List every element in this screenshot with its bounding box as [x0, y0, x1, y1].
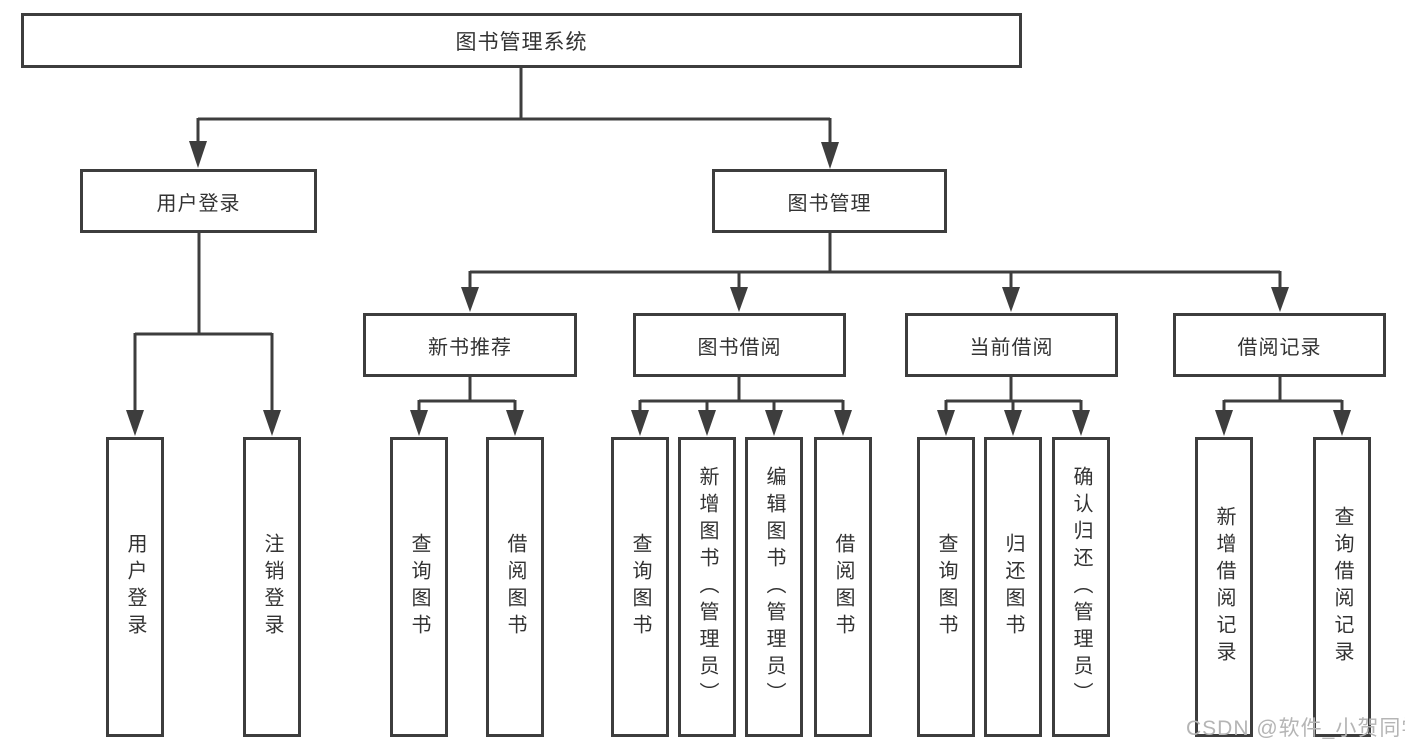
node-current-borrowing: 当前借阅 [905, 313, 1118, 377]
node-library-management-system: 图书管理系统 [21, 13, 1022, 68]
node-query-books: 查询图书 [390, 437, 448, 737]
node-label: 新增图书（管理员） [696, 465, 718, 709]
node-borrow-books: 借阅图书 [814, 437, 872, 737]
node-label: 归还图书 [1002, 533, 1024, 641]
node-confirm-return-admin: 确认归还（管理员） [1052, 437, 1110, 737]
node-add-borrow-record: 新增借阅记录 [1195, 437, 1253, 737]
node-logout-action: 注销登录 [243, 437, 301, 737]
watermark: CSDN @软件_小贺同学 [1186, 717, 1405, 740]
node-return-books: 归还图书 [984, 437, 1042, 737]
node-user-login-action: 用户登录 [106, 437, 164, 737]
node-query-borrow-record: 查询借阅记录 [1313, 437, 1371, 737]
node-borrowing-records: 借阅记录 [1173, 313, 1386, 377]
node-user-login-branch: 用户登录 [80, 169, 317, 233]
node-label: 编辑图书（管理员） [763, 465, 785, 709]
node-label: 新增借阅记录 [1213, 506, 1235, 668]
node-label: 确认归还（管理员） [1070, 465, 1092, 709]
node-query-books: 查询图书 [611, 437, 669, 737]
node-add-books-admin: 新增图书（管理员） [678, 437, 736, 737]
node-label: 查询借阅记录 [1331, 506, 1353, 668]
node-book-borrowing: 图书借阅 [633, 313, 846, 377]
node-label: 借阅图书 [504, 533, 526, 641]
node-label: 用户登录 [124, 533, 146, 641]
node-label: 查询图书 [629, 533, 651, 641]
node-new-book-recommendation: 新书推荐 [363, 313, 577, 377]
node-label: 查询图书 [935, 533, 957, 641]
node-edit-books-admin: 编辑图书（管理员） [745, 437, 803, 737]
node-book-management-branch: 图书管理 [712, 169, 947, 233]
node-label: 注销登录 [261, 533, 283, 641]
node-label: 借阅图书 [832, 533, 854, 641]
node-query-books: 查询图书 [917, 437, 975, 737]
node-borrow-books: 借阅图书 [486, 437, 544, 737]
node-label: 查询图书 [408, 533, 430, 641]
